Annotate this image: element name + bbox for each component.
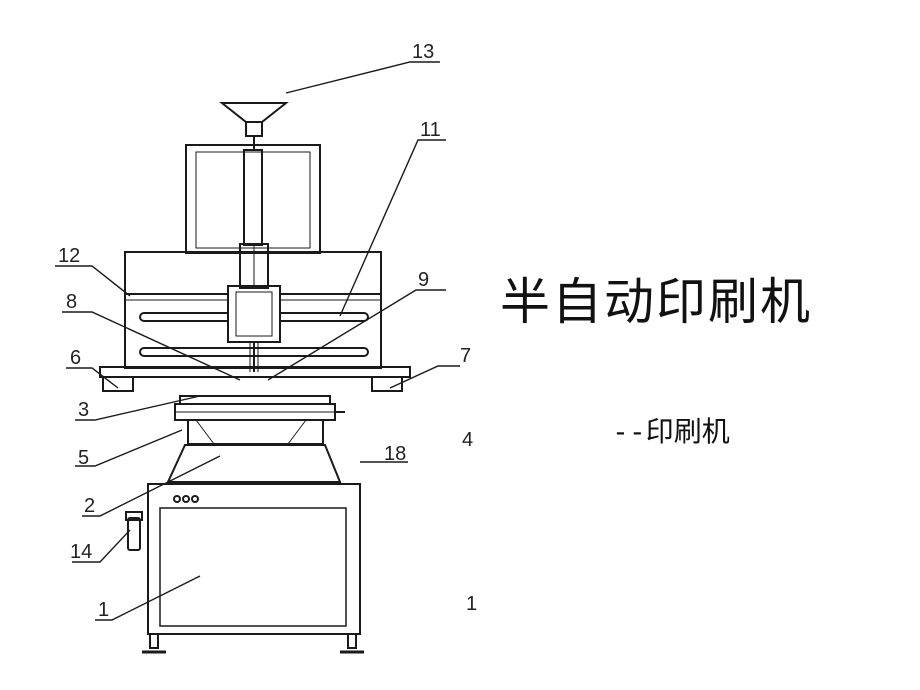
wheel-hub	[245, 121, 263, 137]
upper-frame	[185, 144, 321, 254]
callout-14: 14	[70, 541, 92, 563]
callout-12: 12	[58, 245, 80, 267]
indicator-light	[182, 495, 190, 503]
callout-9: 9	[418, 269, 429, 291]
center-shaft	[243, 149, 263, 246]
callout-11: 11	[420, 119, 441, 141]
callout-18: 18	[384, 443, 406, 465]
callout-2: 2	[84, 495, 95, 517]
callout-7: 7	[460, 345, 471, 367]
callout-4: 4	[462, 429, 473, 451]
air-filter	[127, 517, 141, 551]
callout-partial-1: 1	[466, 593, 477, 615]
table-base	[166, 444, 342, 483]
screen-frame	[99, 366, 411, 378]
page-subtitle: --印刷机	[612, 415, 730, 448]
hand-wheel-icon	[219, 102, 289, 123]
callout-6: 6	[70, 347, 81, 369]
callout-8: 8	[66, 291, 77, 313]
callout-5: 5	[78, 447, 89, 469]
callout-3: 3	[78, 399, 89, 421]
cabinet	[147, 483, 361, 635]
callout-1: 1	[98, 599, 109, 621]
callout-13: 13	[412, 41, 434, 63]
indicator-light	[191, 495, 199, 503]
page-title: 半自动印刷机	[500, 273, 812, 331]
indicator-light	[173, 495, 181, 503]
print-table	[179, 395, 331, 405]
